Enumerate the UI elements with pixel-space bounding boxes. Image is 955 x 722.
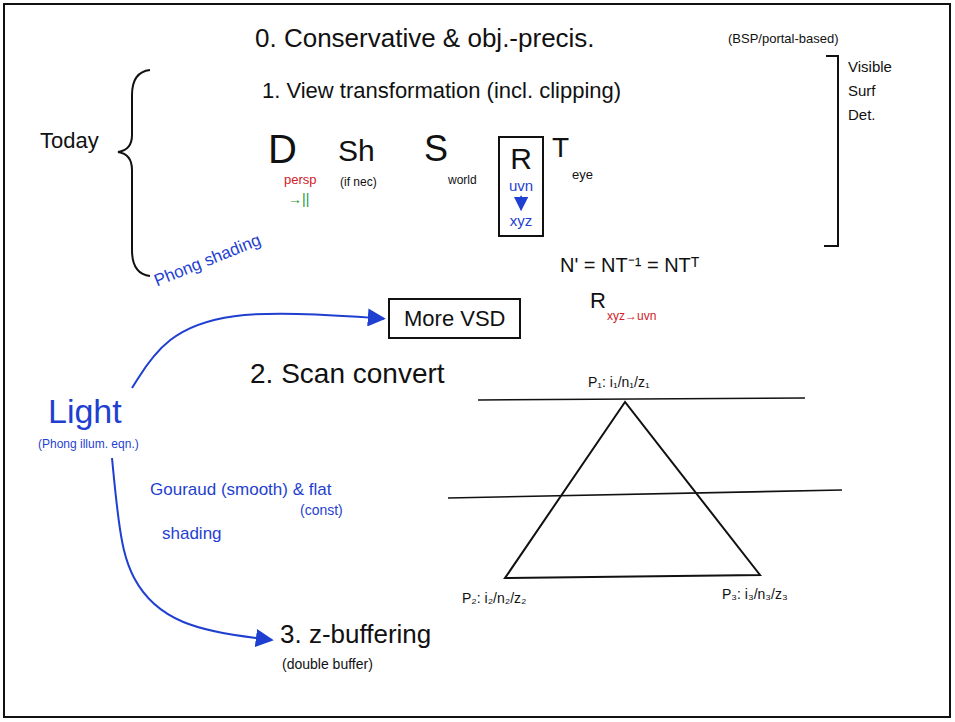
matrix-symbol: T: [552, 132, 569, 164]
subscript: →||: [288, 191, 309, 207]
heading: 1. View transformation (incl. clipping): [262, 78, 621, 103]
matrix-symbol: R: [590, 288, 606, 313]
scan-line: [448, 490, 842, 498]
formula: N' = NT⁻¹ = NTᵀ: [560, 254, 699, 277]
note: Visible: [848, 58, 892, 75]
node-text: R: [509, 142, 533, 177]
vertex-label: P₂: i₂/n₂/z₂: [462, 590, 527, 606]
note: Det.: [848, 106, 876, 123]
subscript: persp: [284, 173, 317, 188]
scan-line: [478, 398, 805, 400]
triangle: [505, 402, 760, 578]
heading: 2. Scan convert: [250, 358, 445, 390]
node-text: xyz: [509, 212, 533, 229]
arrow-label: Gouraud (smooth) & flat: [150, 480, 331, 500]
matrix-symbol: D: [268, 126, 297, 172]
subscript: eye: [572, 168, 593, 183]
today-brace: [118, 70, 150, 276]
note: Light: [48, 392, 122, 431]
rotation-box: Ruvn xyz: [498, 136, 544, 237]
direction-arrow: [520, 196, 522, 210]
note: (BSP/portal-based): [728, 32, 839, 47]
subscript: world: [448, 174, 477, 188]
arrow-label: Phong shading: [151, 230, 263, 291]
matrix-symbol: S: [424, 128, 448, 169]
matrix-symbol: Sh: [338, 134, 375, 169]
heading: 3. z-buffering: [280, 620, 431, 650]
arrow-label: (const): [300, 502, 343, 518]
process-box: More VSD: [388, 298, 521, 339]
note: (Phong illum. eqn.): [38, 438, 139, 452]
subscript: xyz→uvn: [607, 310, 656, 324]
node-text: uvn: [509, 177, 533, 194]
vertex-label: P₁: i₁/n₁/z₁: [588, 374, 650, 390]
arrow-label: shading: [162, 524, 222, 544]
note: Today: [40, 128, 99, 153]
vsd-bracket: [824, 56, 838, 246]
note: Surf: [848, 82, 876, 99]
note: (if nec): [340, 176, 377, 190]
page-frame: [4, 4, 950, 717]
vertex-label: P₃: i₃/n₃/z₃: [722, 586, 788, 602]
node-text: More VSD: [404, 306, 505, 331]
heading: 0. Conservative & obj.-precis.: [255, 24, 595, 54]
note: (double buffer): [282, 656, 373, 672]
